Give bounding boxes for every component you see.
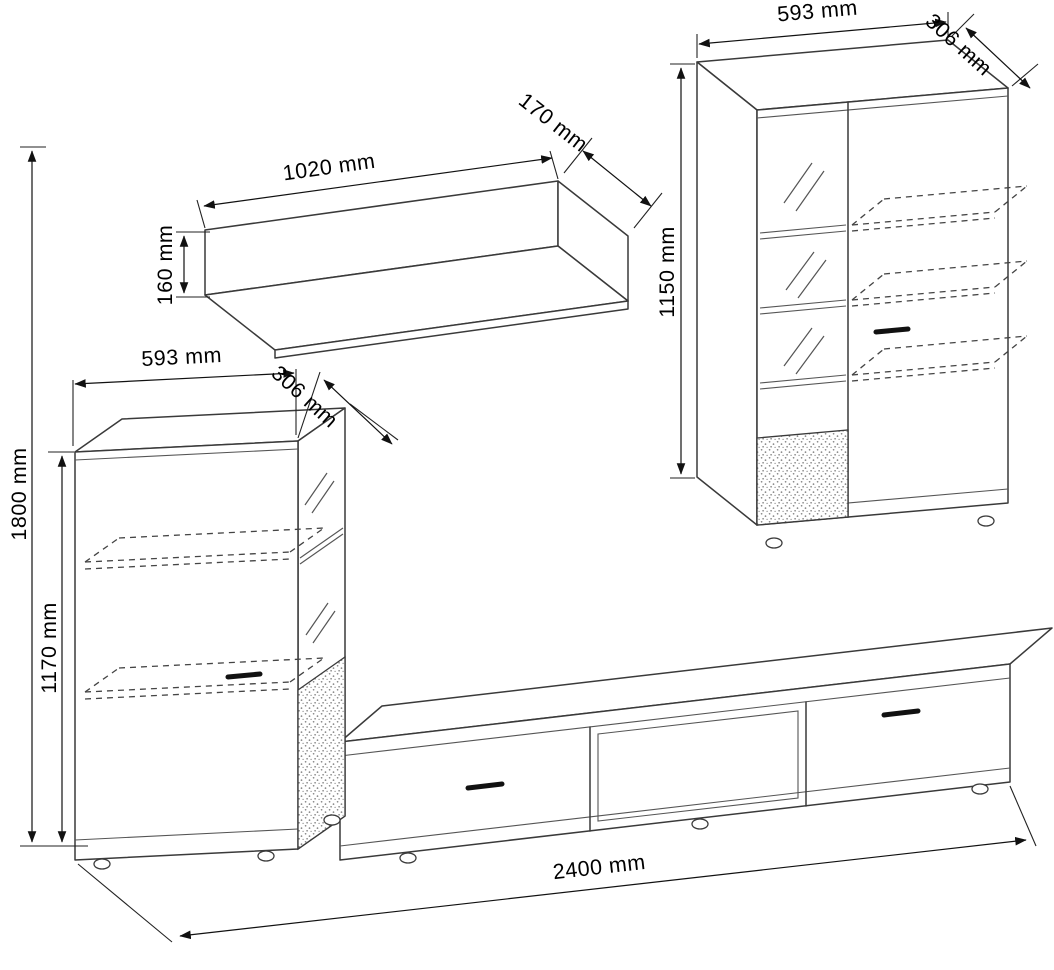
- shelf-depth-label: 170 mm: [514, 88, 592, 157]
- right-cabinet-front-face: [756, 87, 1009, 526]
- tv-stand-right-drawer-handle: [881, 708, 921, 718]
- right-cabinet-handle: [873, 326, 911, 335]
- right-cabinet-glass-shelf-edges: [759, 224, 847, 390]
- glass-reflection-marks: [783, 162, 827, 375]
- tv-stand-left-drawer-handle: [465, 781, 505, 791]
- wall-shelf: [204, 180, 629, 359]
- right-cabinet-side-face: [696, 61, 758, 526]
- left-cabinet-height-label: 1170 mm: [37, 602, 61, 694]
- cabinet-foot: [257, 850, 275, 862]
- cabinet-foot: [977, 515, 995, 527]
- cabinet-foot: [765, 537, 783, 549]
- left-cabinet-hidden-shelves: [84, 527, 325, 700]
- tv-stand: [339, 627, 1053, 864]
- glass-reflection-marks: [304, 472, 336, 644]
- tv-stand-foot: [399, 852, 417, 864]
- left-cabinet-board-panel: [297, 655, 346, 851]
- left-cabinet-handle: [225, 671, 263, 680]
- tv-stand-foot: [691, 818, 709, 830]
- cabinet-foot: [93, 858, 111, 870]
- shelf-board-edge: [274, 300, 629, 359]
- right-cabinet-hidden-shelves: [851, 185, 1028, 382]
- left-display-cabinet: [74, 407, 346, 870]
- left-cabinet-width-label: 593 mm: [141, 343, 223, 371]
- left-cabinet-front-face: [74, 440, 299, 861]
- tv-stand-foot: [971, 783, 989, 795]
- total-height-label: 1800 mm: [7, 447, 31, 540]
- right-display-cabinet: [696, 39, 1028, 549]
- tv-stand-open-niche: [597, 710, 799, 822]
- total-width-label: 2400 mm: [552, 850, 647, 884]
- shelf-height-label: 160 mm: [153, 225, 177, 306]
- shelf-width-label: 1020 mm: [281, 149, 377, 186]
- left-cabinet-glass-shelf-edges: [299, 527, 344, 565]
- right-cabinet-width-label: 593 mm: [776, 0, 858, 26]
- cabinet-foot: [323, 814, 341, 826]
- right-cabinet-board-panel: [756, 429, 849, 526]
- right-cabinet-height-label: 1150 mm: [655, 226, 679, 318]
